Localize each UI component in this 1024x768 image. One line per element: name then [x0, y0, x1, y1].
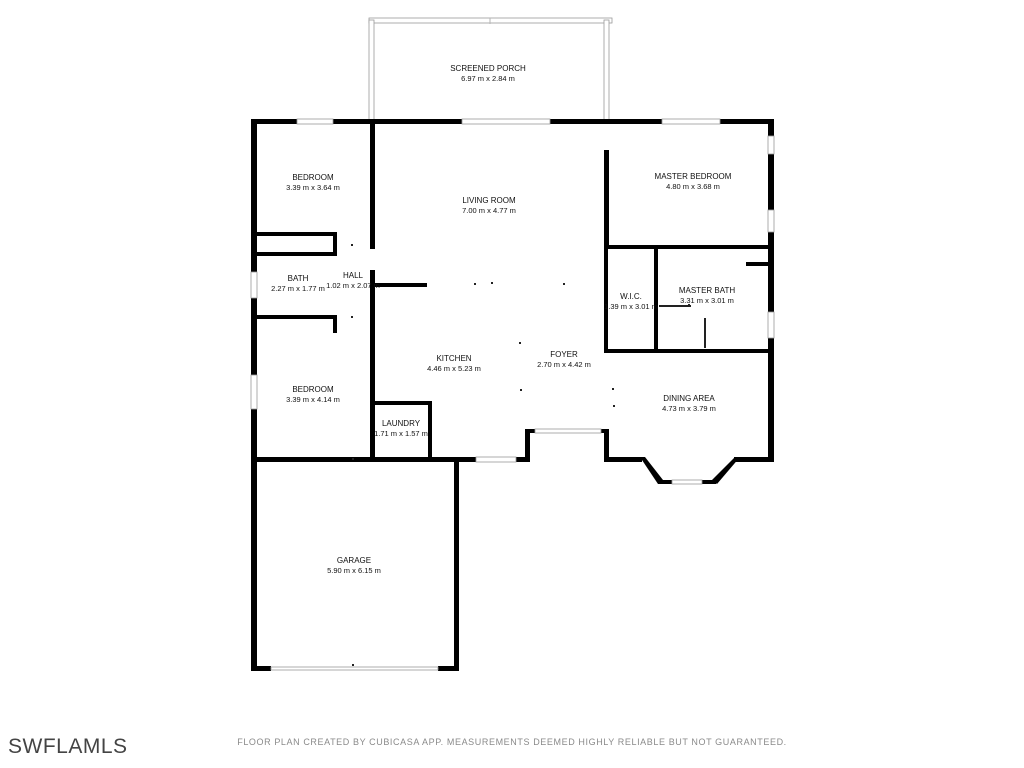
room-hall: HALL 1.02 m x 2.07 m — [326, 271, 380, 290]
room-dimensions: 2.70 m x 4.42 m — [537, 360, 591, 369]
room-kitchen: KITCHEN 4.46 m x 5.23 m — [427, 354, 481, 373]
room-dimensions: 7.00 m x 4.77 m — [462, 206, 516, 215]
room-dimensions: 1.71 m x 1.57 m — [374, 429, 428, 438]
room-name: BEDROOM — [292, 385, 334, 394]
room-dimensions: 4.80 m x 3.68 m — [666, 182, 720, 191]
room-name: FOYER — [550, 350, 578, 359]
room-dining-area: DINING AREA 4.73 m x 3.79 m — [662, 394, 716, 413]
room-bedroom-bottom: BEDROOM 3.39 m x 4.14 m — [286, 385, 340, 404]
windows — [250, 118, 775, 671]
watermark-logo: SWFLAMLS — [8, 735, 128, 758]
room-name: DINING AREA — [663, 394, 715, 403]
fixture-marks — [351, 244, 706, 666]
footer-disclaimer: FLOOR PLAN CREATED BY CUBICASA APP. MEAS… — [237, 737, 787, 747]
room-dimensions: 1.02 m x 2.07 m — [326, 281, 380, 290]
room-dimensions: 2.27 m x 1.77 m — [271, 284, 325, 293]
room-laundry: LAUNDRY 1.71 m x 1.57 m — [374, 419, 428, 438]
room-name: KITCHEN — [436, 354, 471, 363]
screened-porch-frame — [368, 17, 613, 121]
room-foyer: FOYER 2.70 m x 4.42 m — [537, 350, 591, 369]
room-name: LAUNDRY — [382, 419, 421, 428]
room-dimensions: 3.31 m x 3.01 m — [680, 296, 734, 305]
room-screened-porch: SCREENED PORCH 6.97 m x 2.84 m — [450, 64, 526, 83]
room-name: W.I.C. — [620, 292, 642, 301]
room-name: MASTER BATH — [679, 286, 736, 295]
room-name: MASTER BEDROOM — [655, 172, 732, 181]
room-living-room: LIVING ROOM 7.00 m x 4.77 m — [462, 196, 516, 215]
room-name: BEDROOM — [292, 173, 334, 182]
room-dimensions: 1.39 m x 3.01 m — [604, 302, 658, 311]
room-dimensions: 4.46 m x 5.23 m — [427, 364, 481, 373]
room-bath: BATH 2.27 m x 1.77 m — [271, 274, 325, 293]
room-name: BATH — [288, 274, 309, 283]
room-garage: GARAGE 5.90 m x 6.15 m — [327, 556, 381, 575]
room-dimensions: 4.73 m x 3.79 m — [662, 404, 716, 413]
room-wic: W.I.C. 1.39 m x 3.01 m — [604, 292, 658, 311]
room-dimensions: 3.39 m x 4.14 m — [286, 395, 340, 404]
room-dimensions: 3.39 m x 3.64 m — [286, 183, 340, 192]
room-name: GARAGE — [337, 556, 371, 565]
room-dimensions: 5.90 m x 6.15 m — [327, 566, 381, 575]
room-name: HALL — [343, 271, 364, 280]
room-name: LIVING ROOM — [462, 196, 516, 205]
room-name: SCREENED PORCH — [450, 64, 526, 73]
room-bedroom-top: BEDROOM 3.39 m x 3.64 m — [286, 173, 340, 192]
room-master-bath: MASTER BATH 3.31 m x 3.01 m — [679, 286, 736, 305]
room-master-bedroom: MASTER BEDROOM 4.80 m x 3.68 m — [655, 172, 732, 191]
room-dimensions: 6.97 m x 2.84 m — [461, 74, 515, 83]
